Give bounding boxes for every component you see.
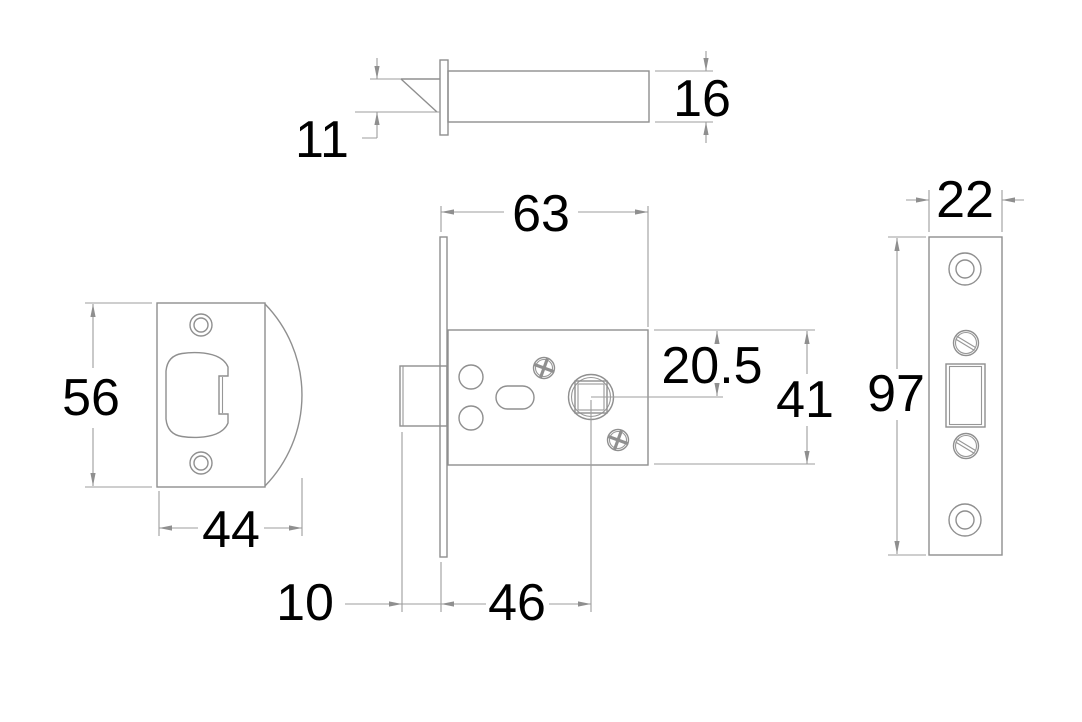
- dim-strike-height: 56: [62, 302, 152, 488]
- dim-bolt-projection: 11: [295, 58, 440, 169]
- faceplate-edge: [439, 59, 449, 136]
- faceplate-bolt-aperture: [945, 363, 986, 428]
- dim-faceplate-height: 97: [867, 236, 926, 556]
- case-latch-bolt: [399, 365, 448, 427]
- strike-screw-hole-bottom: [189, 451, 213, 475]
- case-hole-upper: [458, 364, 484, 390]
- dim-label-22: 22: [936, 171, 994, 229]
- faceplate-front-view: 22 97: [867, 171, 1024, 556]
- faceplate-screw-bottom: [952, 432, 980, 460]
- faceplate-hole-top: [948, 252, 982, 286]
- dim-label-41: 41: [776, 371, 834, 429]
- dim-label-63: 63: [512, 185, 570, 243]
- strike-screw-hole-top: [189, 313, 213, 337]
- dim-case-height: 41: [776, 331, 834, 464]
- faceplate-hole-bottom: [948, 503, 982, 537]
- dim-faceplate-width: 22: [906, 171, 1024, 232]
- dim-bolt-projection-and-backset: 10 46: [276, 432, 591, 632]
- dim-label-20-5: 20.5: [661, 337, 762, 395]
- case-screw-top: [532, 356, 556, 380]
- strike-plate-view: 56 44: [62, 302, 303, 559]
- bolt-top-view: 11 16: [295, 51, 731, 169]
- keeper-cutout: [165, 351, 229, 439]
- case-hole-lower: [458, 405, 484, 431]
- dim-label-10: 10: [276, 574, 334, 632]
- case-slot: [495, 385, 535, 410]
- faceplate-screw-top: [952, 329, 980, 357]
- lock-case-view: 63 20.5 41 10 46: [276, 185, 834, 632]
- strike-plate-body: [156, 302, 266, 488]
- faceplate-body: [928, 236, 1003, 556]
- dim-label-44: 44: [202, 501, 260, 559]
- bolt-bevel: [400, 78, 440, 113]
- dim-case-length: 63: [440, 185, 649, 327]
- case-extension-lines: [654, 329, 815, 465]
- case-screw-bottom: [606, 428, 630, 452]
- dim-label-56: 56: [62, 369, 120, 427]
- bolt-body: [447, 70, 650, 123]
- dim-strike-width: 44: [158, 478, 303, 559]
- strike-plate-lip: [264, 303, 303, 487]
- dim-label-16: 16: [673, 70, 731, 128]
- dim-spindle-offset: 20.5: [661, 331, 763, 396]
- dim-label-46: 46: [488, 574, 546, 632]
- case-faceplate: [439, 236, 448, 558]
- dim-label-97: 97: [867, 365, 925, 423]
- dim-label-11: 11: [295, 111, 349, 169]
- dim-bolt-width: 16: [655, 51, 731, 143]
- spindle-centerlines: [590, 396, 723, 612]
